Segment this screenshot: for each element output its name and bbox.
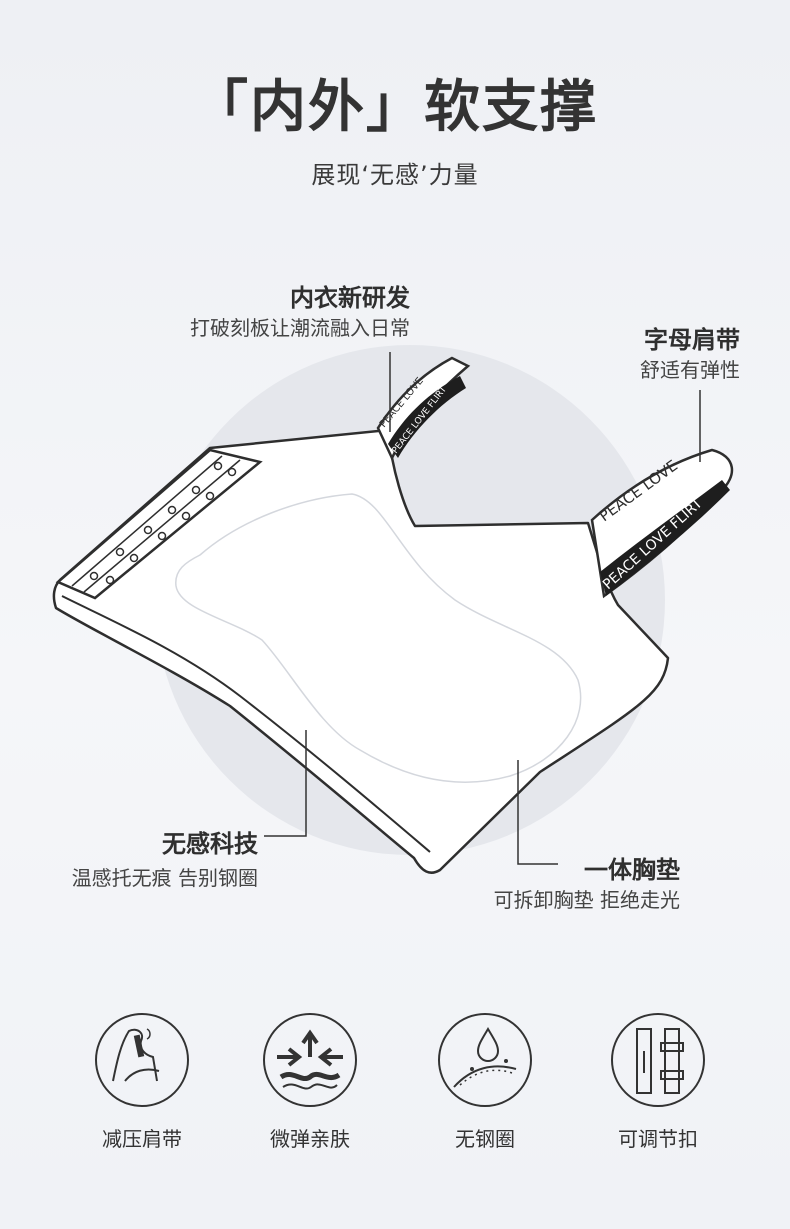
shoulder-strap-icon — [95, 1013, 189, 1107]
annotation-top-subtitle: 打破刻板让潮流融入日常 — [190, 316, 410, 340]
no-wire-icon — [438, 1013, 532, 1107]
page-title: 「内外」软支撑 — [192, 75, 598, 140]
left-strap-band — [388, 376, 466, 458]
removable-pad — [175, 493, 582, 783]
page-subtitle: 展现‘无感’力量 — [311, 161, 479, 189]
feature-label-micro-elastic: 微弹亲肤 — [270, 1127, 350, 1151]
hook-eyes — [89, 461, 237, 585]
annotation-strap-title: 字母肩带 — [644, 326, 740, 354]
hook-eye-closure — [55, 448, 263, 600]
annotation-left-subtitle: 温感托无痕 告别钢圈 — [71, 866, 258, 890]
annotation-left-title: 无感科技 — [162, 830, 258, 858]
feature-label-adjustable-buckle: 可调节扣 — [618, 1127, 698, 1151]
adjustable-buckle-icon — [611, 1013, 705, 1107]
feature-label-no-wire: 无钢圈 — [455, 1127, 515, 1151]
annotation-pad-subtitle: 可拆卸胸垫 拒绝走光 — [493, 888, 680, 912]
leader-lines — [264, 352, 701, 865]
hem-line — [61, 595, 431, 853]
micro-elastic-icon — [263, 1013, 357, 1107]
annotation-pad-title: 一体胸垫 — [584, 856, 680, 884]
feature-label-shoulder-strap: 减压肩带 — [102, 1127, 182, 1151]
annotation-strap-subtitle: 舒适有弹性 — [640, 358, 740, 382]
right-strap-band — [600, 480, 730, 596]
annotation-top-title: 内衣新研发 — [290, 284, 410, 312]
